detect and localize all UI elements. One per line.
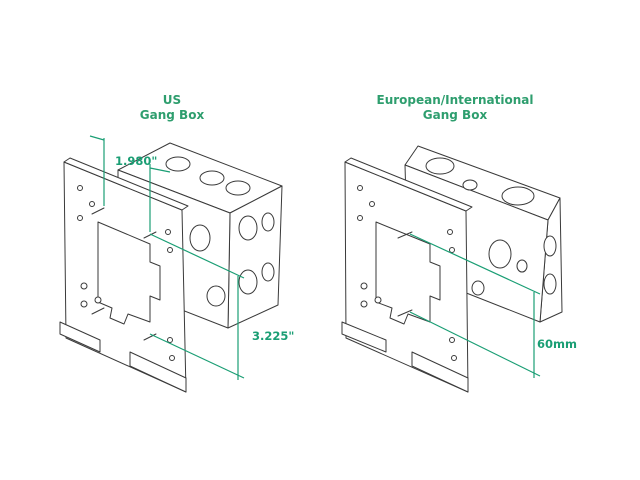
- us-mounting-plate: [59, 157, 189, 393]
- eu-title-line2: Gang Box: [423, 108, 488, 122]
- eu-spacing-label: 60mm: [537, 337, 577, 351]
- eu-spacing-dimension: 60mm: [409, 233, 577, 378]
- eu-title-line1: European/International: [377, 93, 534, 107]
- us-height-dimension: 3.225": [149, 233, 294, 380]
- us-title-line2: Gang Box: [140, 108, 205, 122]
- us-width-label: 1.980": [115, 154, 157, 168]
- us-title-line1: US: [163, 93, 181, 107]
- us-height-label: 3.225": [252, 329, 294, 343]
- eu-mounting-plate: [341, 157, 473, 393]
- us-width-dimension: 1.980": [89, 135, 171, 232]
